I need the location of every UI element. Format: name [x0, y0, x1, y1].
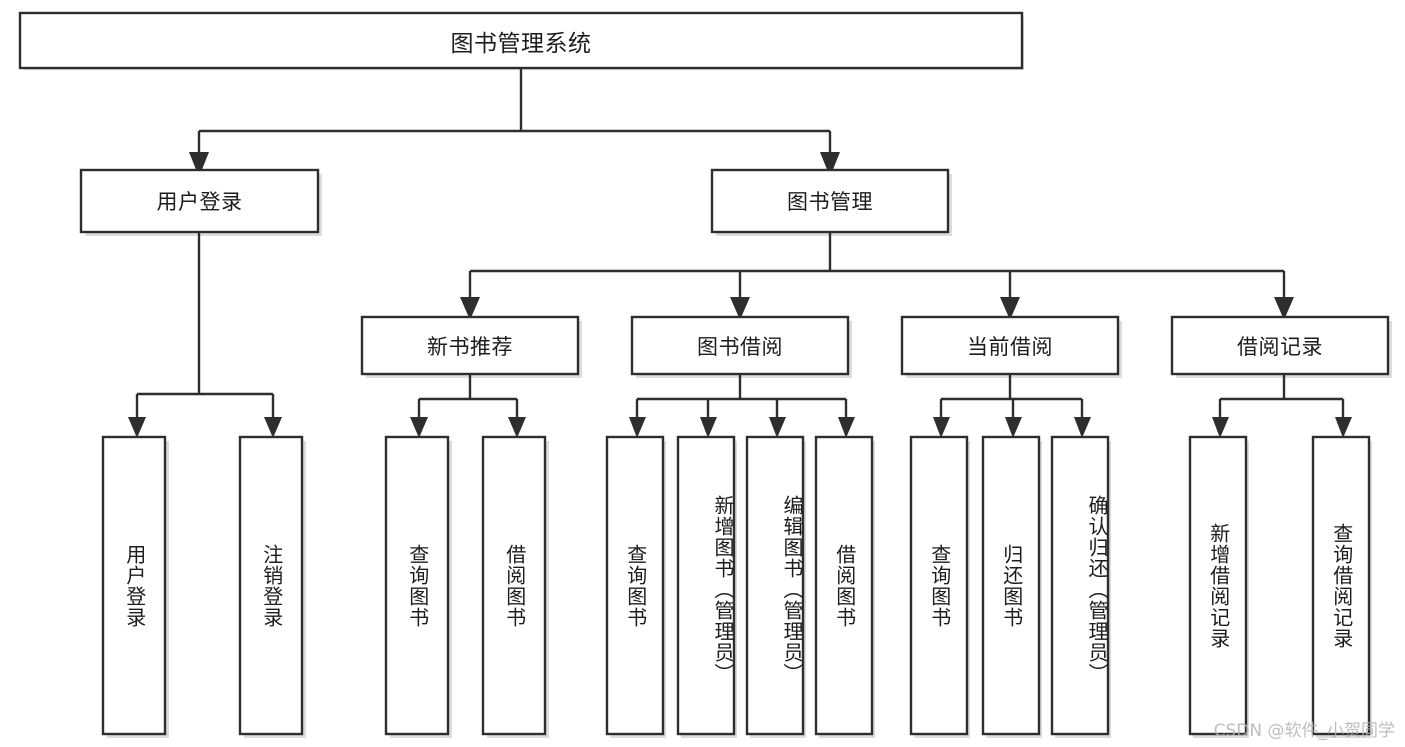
node-box-leaf-confirm-return [1050, 435, 1110, 736]
arrowheads [128, 152, 1352, 438]
node-box-book-borrow [630, 315, 850, 376]
node-box-leaf-query-book-1 [384, 435, 450, 736]
node-box-leaf-logout-login [238, 435, 304, 736]
node-box-leaf-add-record [1188, 435, 1248, 736]
node-box-leaf-borrow-book-2 [814, 435, 874, 736]
node-box-leaf-user-login [101, 435, 167, 736]
node-boxes [18, 11, 1390, 736]
node-box-leaf-add-book [676, 435, 736, 736]
node-box-leaf-return-book [981, 435, 1041, 736]
csdn-watermark: CSDN @软件_小贺同学 [1213, 721, 1395, 741]
node-box-leaf-borrow-book-1 [481, 435, 547, 736]
node-box-root [18, 11, 1024, 70]
node-box-leaf-query-book-3 [909, 435, 969, 736]
node-box-new-book-recommend [360, 315, 580, 376]
node-box-leaf-query-record [1311, 435, 1371, 736]
node-box-current-borrow [900, 315, 1120, 376]
node-box-leaf-edit-book [745, 435, 805, 736]
node-box-borrow-record [1170, 315, 1390, 376]
node-box-user-login [79, 168, 320, 234]
edges [135, 68, 1345, 417]
node-box-leaf-query-book-2 [605, 435, 665, 736]
node-box-book-management [710, 168, 950, 234]
